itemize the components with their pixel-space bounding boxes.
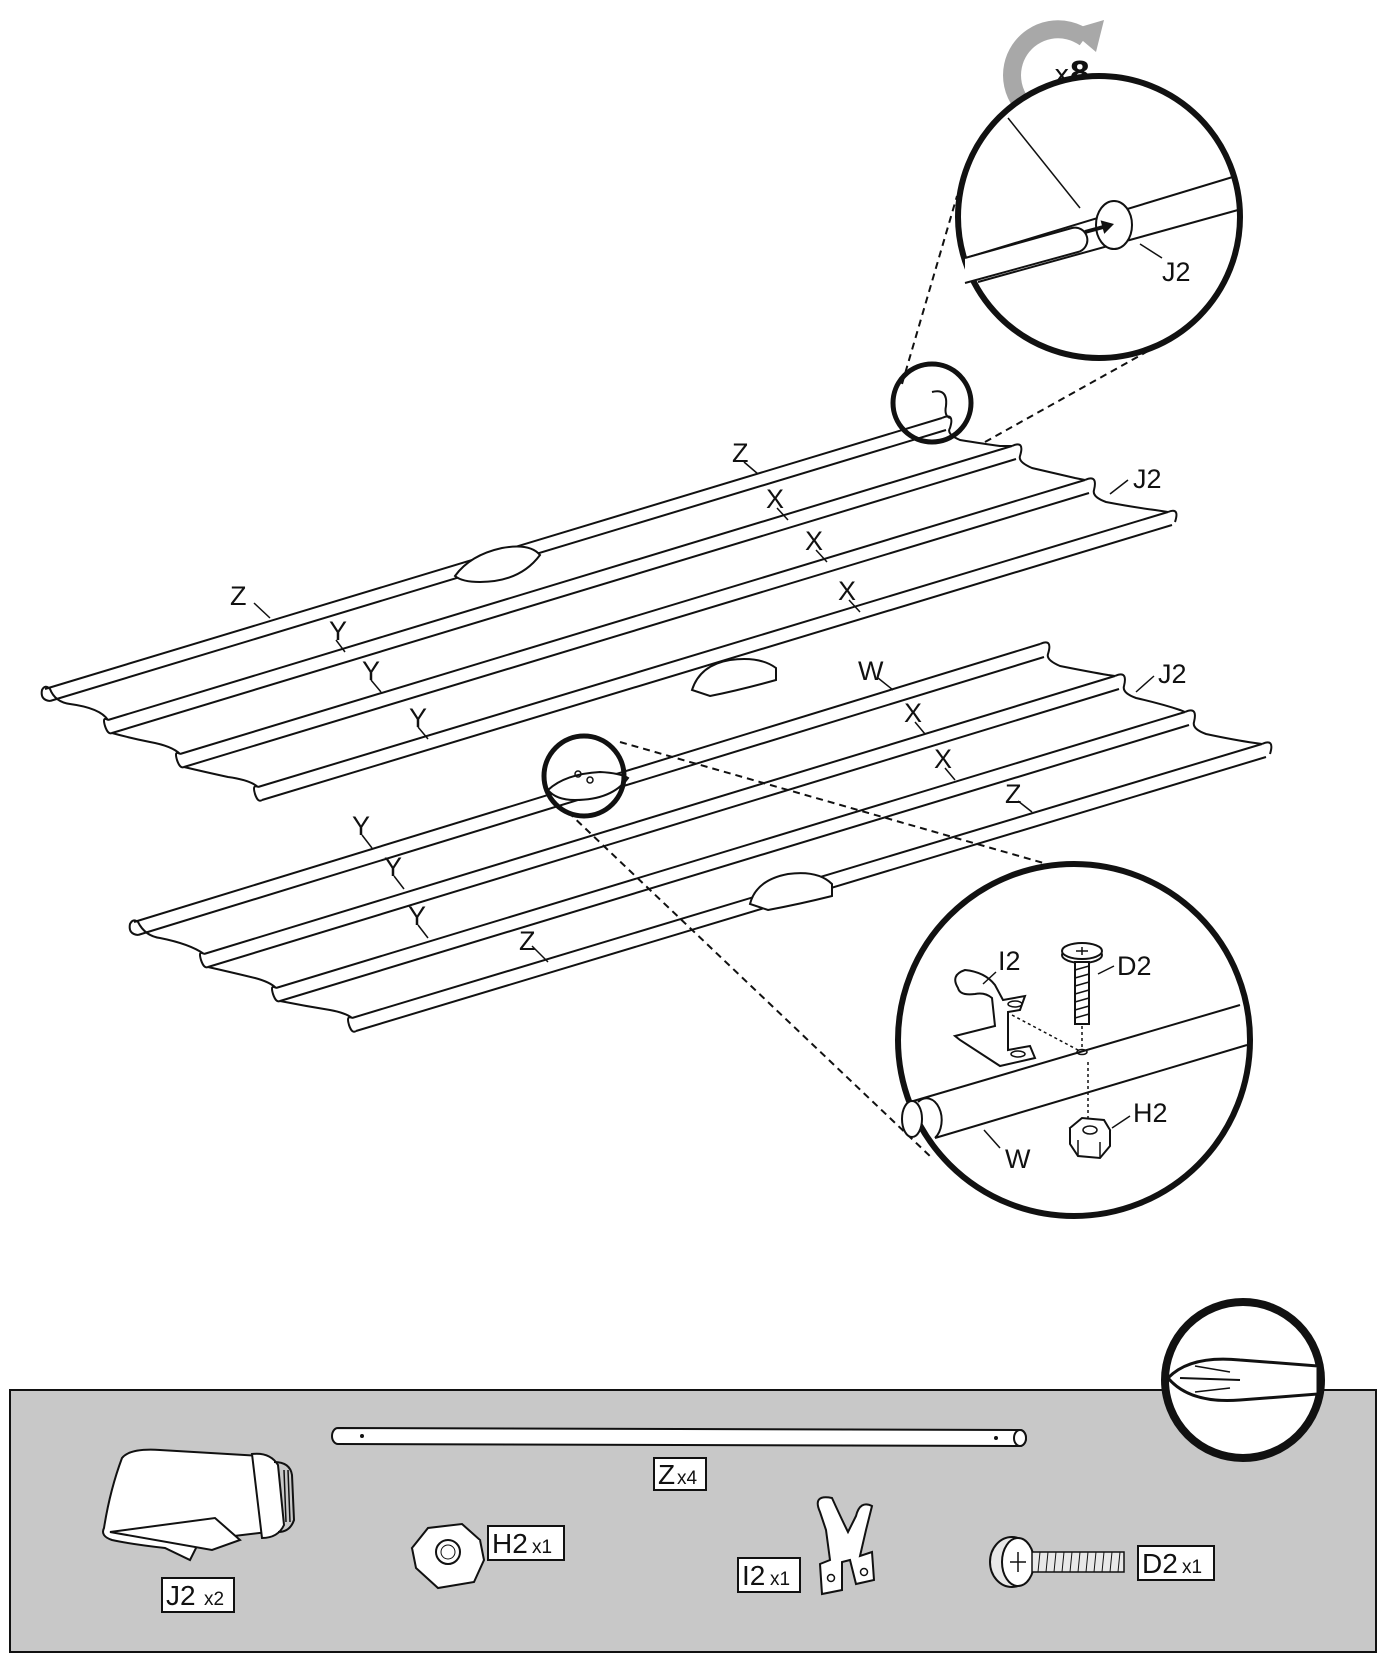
lower-row-3-right-label: X: [934, 744, 952, 774]
detail-top-label: J2: [1162, 257, 1191, 287]
lower-row-2-right-label: X: [904, 698, 922, 728]
upper-end-cap-label: J2: [1133, 464, 1162, 494]
svg-text:x1: x1: [1182, 1557, 1202, 1578]
upper-row-3-left-label: Y: [362, 656, 380, 686]
part-z-tag: Z x4: [653, 1457, 707, 1491]
upper-panel-labels: Z Y Y Y Z X X X J2: [230, 438, 1162, 740]
screw-d2-icon: [1061, 942, 1103, 1025]
upper-row-4-right-label: X: [838, 576, 856, 606]
parts-panel: Z x4 J2 x2 H2 x1: [9, 1298, 1377, 1653]
lower-roof-panel: [128, 641, 1273, 1033]
phillips-screwdriver-icon: [1161, 1298, 1325, 1462]
svg-text:I2: I2: [742, 1560, 765, 1591]
svg-text:D2: D2: [1142, 1548, 1178, 1579]
part-d2-tag: D2 x1: [1137, 1545, 1215, 1581]
detail-magnifier-top: J2: [955, 73, 1243, 361]
lower-row-1-left-label: Y: [352, 811, 370, 841]
clip-i2-part-icon: [816, 1496, 876, 1596]
upper-row-3-right-label: X: [805, 526, 823, 556]
lower-row-4-right-label: Z: [1005, 779, 1022, 809]
upper-row-1-right-label: Z: [732, 438, 749, 468]
svg-text:J2: J2: [166, 1580, 196, 1611]
upper-row-2-right-label: X: [766, 484, 784, 514]
detail-nut-label: H2: [1133, 1098, 1168, 1128]
end-cap-j2-icon: [102, 1448, 296, 1562]
part-i2-tag: I2 x1: [737, 1557, 801, 1593]
svg-text:x1: x1: [532, 1537, 552, 1558]
svg-text:x4: x4: [677, 1468, 698, 1489]
lower-row-1-right-label: W: [858, 656, 884, 686]
lower-panel-labels: Y Y Y Z W X X Z J2: [352, 656, 1187, 963]
detail-rod-label: W: [1005, 1144, 1031, 1174]
part-h2-tag: H2 x1: [487, 1525, 565, 1561]
nut-h2-part-icon: [410, 1522, 486, 1590]
clip-i2-icon: [952, 968, 1037, 1068]
svg-text:x1: x1: [770, 1569, 790, 1590]
detail-clip-label: I2: [998, 946, 1021, 976]
upper-row-2-left-label: Y: [329, 616, 347, 646]
upper-row-4-left-label: Y: [409, 703, 427, 733]
nut-h2-icon: [1068, 1116, 1112, 1160]
lower-row-4-left-label: Z: [519, 926, 536, 956]
svg-text:Z: Z: [658, 1459, 675, 1490]
lower-row-3-left-label: Y: [408, 901, 426, 931]
part-j2-tag: J2 x2: [161, 1577, 235, 1613]
screw-d2-part-icon: [989, 1536, 1125, 1588]
upper-roof-panel: [40, 361, 1178, 810]
svg-text:H2: H2: [492, 1528, 528, 1559]
lower-row-2-left-label: Y: [384, 852, 402, 882]
upper-row-1-left-label: Z: [230, 581, 247, 611]
svg-text:x2: x2: [204, 1589, 224, 1610]
rod-z-icon: [331, 1426, 1027, 1448]
detail-screw-label: D2: [1117, 951, 1152, 981]
lower-end-cap-label: J2: [1158, 659, 1187, 689]
detail-magnifier-bottom: I2 D2 H2 W: [895, 861, 1253, 1219]
